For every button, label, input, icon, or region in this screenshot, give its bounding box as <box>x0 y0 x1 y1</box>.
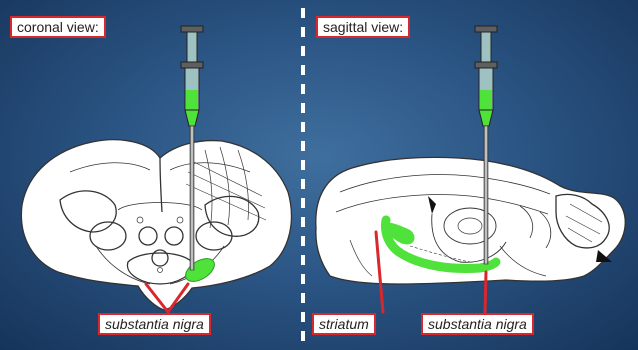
sagittal-substantia-nigra-label: substantia nigra <box>421 313 534 335</box>
striatum-label: striatum <box>312 313 376 335</box>
coronal-brain-section <box>21 140 291 310</box>
coronal-substantia-nigra-label: substantia nigra <box>98 313 211 335</box>
coronal-view-title: coronal view: <box>10 16 106 38</box>
sagittal-target-pointer <box>485 272 486 312</box>
sagittal-view-title: sagittal view: <box>316 16 410 38</box>
